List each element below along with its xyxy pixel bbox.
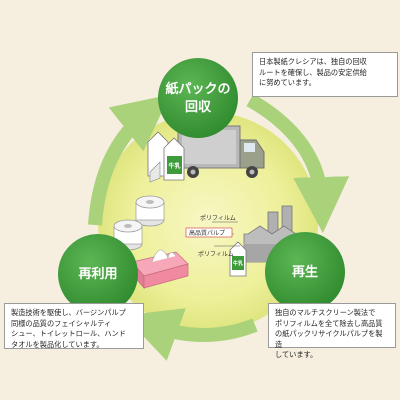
node-collection-line2: 回収 (185, 100, 212, 115)
node-recycle-label: 再生 (292, 264, 318, 280)
node-reuse: 再利用 (58, 234, 138, 314)
callout-reuse: 製造技術を駆使し、バージンパルプ 同様の品質のフェイシャルティ シュー、トイレッ… (4, 303, 144, 349)
callout-recycle: 独自のマルチスクリーン製法で ポリフィルムを全て除去し高品質 の紙パックリサイク… (268, 303, 396, 359)
node-collection: 紙パックの 回収 (158, 58, 238, 138)
polyfilm-bottom-label: ポリフィルム (198, 250, 234, 258)
pulp-label: 高品質パルプ (189, 229, 225, 237)
milk-label-truck: 牛乳 (168, 162, 180, 170)
node-collection-line1: 紙パックの (165, 81, 230, 97)
arrow-recycle-to-reuse (123, 308, 258, 361)
arrow-reuse-to-collection (88, 94, 170, 226)
milk-label-factory: 牛乳 (233, 260, 243, 267)
arrow-collection-to-recycle (246, 93, 350, 233)
node-recycle: 再生 (265, 232, 345, 312)
milk-cartons-truck: 牛乳 (147, 131, 185, 183)
polyfilm-top-label: ポリフィルム (200, 214, 236, 222)
cycle-arrows (88, 93, 350, 361)
callout-collection: 日本製紙クレシアは、独自の回収 ルートを確保し、製品の安定供給 に努めています。 (252, 52, 398, 97)
node-reuse-label: 再利用 (78, 266, 117, 282)
material-labels: ポリフィルム 高品質パルプ ポリフィルム (185, 214, 240, 258)
